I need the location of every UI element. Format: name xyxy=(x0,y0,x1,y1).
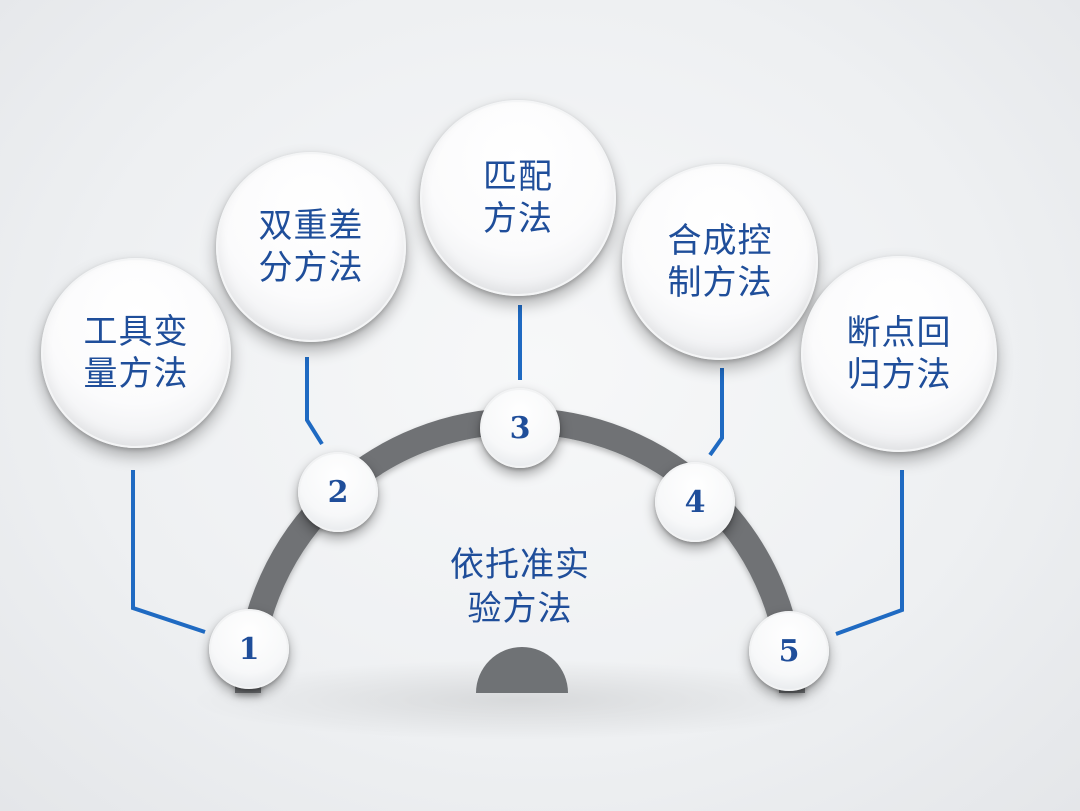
center-dome xyxy=(476,647,568,693)
node-number-1: 1 xyxy=(238,631,260,667)
connector-2 xyxy=(305,357,324,446)
method-circle-3: 匹配 方法 xyxy=(420,100,616,296)
arc-node-4: 4 xyxy=(655,462,735,542)
node-number-3: 3 xyxy=(509,410,531,446)
arc-node-1: 1 xyxy=(209,609,289,689)
method-label-4: 合成控 制方法 xyxy=(667,221,773,303)
arc-node-2: 2 xyxy=(298,452,378,532)
connector-5 xyxy=(835,470,904,636)
method-circle-4: 合成控 制方法 xyxy=(622,164,818,360)
node-number-5: 5 xyxy=(778,633,800,669)
node-number-4: 4 xyxy=(684,484,706,520)
method-label-2: 双重差 分方法 xyxy=(258,206,364,288)
method-label-3: 匹配 方法 xyxy=(483,157,553,239)
method-circle-2: 双重差 分方法 xyxy=(216,152,406,342)
arc-node-5: 5 xyxy=(749,611,829,691)
method-label-5: 断点回 归方法 xyxy=(846,313,952,395)
arc-node-3: 3 xyxy=(480,388,560,468)
floor-shadow xyxy=(190,660,850,740)
connector-1 xyxy=(131,470,206,634)
method-label-1: 工具变 量方法 xyxy=(83,312,189,394)
method-circle-1: 工具变 量方法 xyxy=(41,258,231,448)
center-label: 依托准实 验方法 xyxy=(450,545,590,629)
method-circle-5: 断点回 归方法 xyxy=(801,256,997,452)
connector-4 xyxy=(708,368,724,457)
node-number-2: 2 xyxy=(327,474,349,510)
